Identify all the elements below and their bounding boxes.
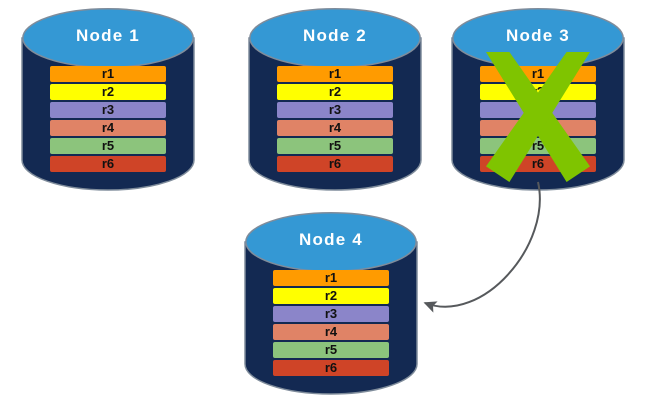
replica-row-r2[interactable]: r2 <box>50 84 166 100</box>
replica-row-list: r1 r2 r3 r4 r5 r6 <box>452 66 624 172</box>
replica-row-r5[interactable]: r5 <box>273 342 389 358</box>
replica-row-r5[interactable]: r5 <box>50 138 166 154</box>
replica-row-r6[interactable]: r6 <box>273 360 389 376</box>
cylinder-top-ellipse <box>22 8 194 68</box>
replica-row-list: r1 r2 r3 r4 r5 r6 <box>22 66 194 172</box>
replica-row-list: r1 r2 r3 r4 r5 r6 <box>245 270 417 376</box>
replica-row-r1[interactable]: r1 <box>50 66 166 82</box>
replica-row-r2[interactable]: r2 <box>480 84 596 100</box>
arrow-path <box>423 181 541 313</box>
cylinder-top-ellipse <box>452 8 624 68</box>
replica-row-r6[interactable]: r6 <box>277 156 393 172</box>
replica-row-r1[interactable]: r1 <box>277 66 393 82</box>
replica-row-r6[interactable]: r6 <box>480 156 596 172</box>
replica-row-r5[interactable]: r5 <box>277 138 393 154</box>
cylinder-top-ellipse <box>245 212 417 272</box>
replica-row-r4[interactable]: r4 <box>480 120 596 136</box>
replica-row-r3[interactable]: r3 <box>50 102 166 118</box>
replica-row-r3[interactable]: r3 <box>273 306 389 322</box>
replica-row-r5[interactable]: r5 <box>480 138 596 154</box>
cylinder-top-ellipse <box>249 8 421 68</box>
replica-row-r6[interactable]: r6 <box>50 156 166 172</box>
replica-row-r3[interactable]: r3 <box>277 102 393 118</box>
replica-row-r2[interactable]: r2 <box>273 288 389 304</box>
replica-row-r4[interactable]: r4 <box>273 324 389 340</box>
replica-row-r1[interactable]: r1 <box>273 270 389 286</box>
replica-row-list: r1 r2 r3 r4 r5 r6 <box>249 66 421 172</box>
replica-row-r1[interactable]: r1 <box>480 66 596 82</box>
replica-row-r2[interactable]: r2 <box>277 84 393 100</box>
replica-row-r3[interactable]: r3 <box>480 102 596 118</box>
replica-row-r4[interactable]: r4 <box>277 120 393 136</box>
replica-row-r4[interactable]: r4 <box>50 120 166 136</box>
